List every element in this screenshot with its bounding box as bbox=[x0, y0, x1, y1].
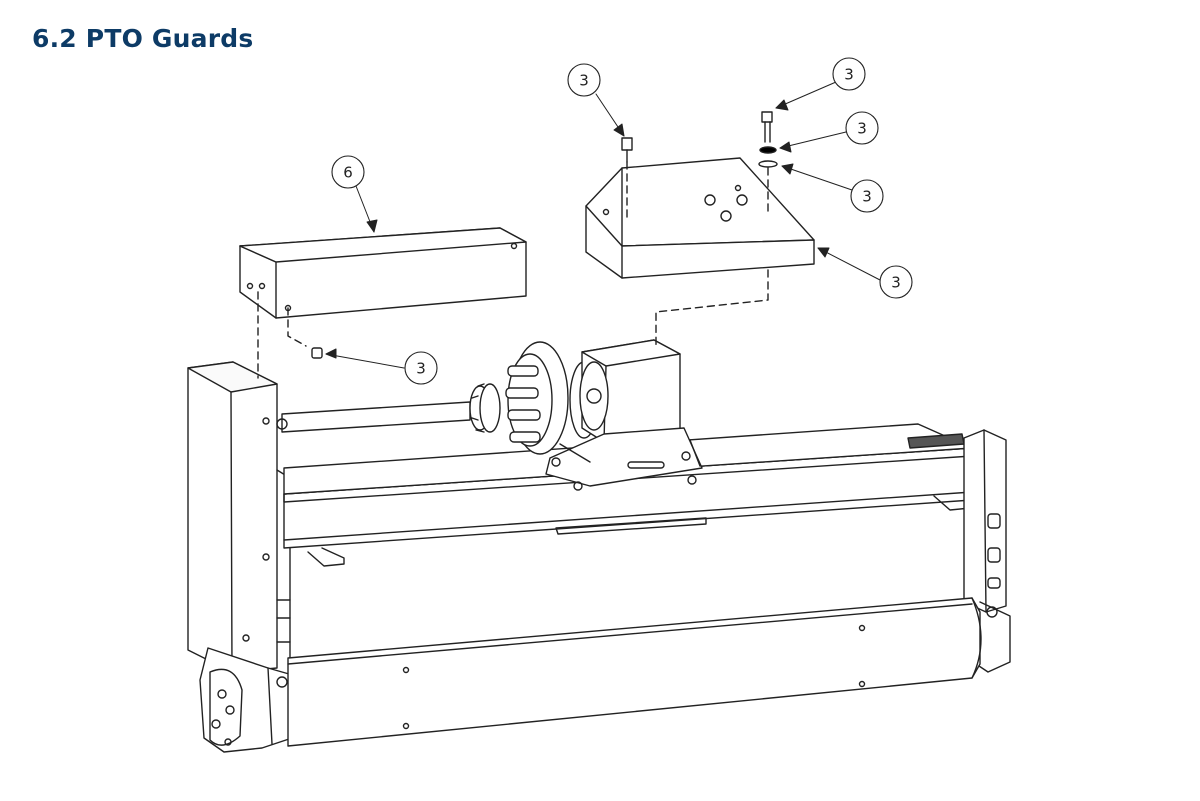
callout-flat-washer: 3 bbox=[850, 179, 884, 213]
callout-bolt: 3 bbox=[832, 57, 866, 91]
svg-text:3: 3 bbox=[857, 120, 867, 138]
svg-text:3: 3 bbox=[416, 360, 426, 378]
callout-lock-washer: 3 bbox=[845, 111, 879, 145]
callout-rear-guard-nut: 3 bbox=[404, 351, 438, 385]
front-pto-guard bbox=[585, 157, 815, 279]
assembly-lines bbox=[257, 161, 769, 379]
svg-text:3: 3 bbox=[844, 66, 854, 84]
callout-leaders bbox=[325, 81, 881, 369]
callout-rear-guard: 6 bbox=[331, 155, 365, 189]
roller-drum bbox=[287, 597, 982, 747]
callout-front-guard: 3 bbox=[879, 265, 913, 299]
svg-text:3: 3 bbox=[891, 274, 901, 292]
svg-text:3: 3 bbox=[862, 188, 872, 206]
fasteners bbox=[311, 111, 778, 359]
rear-pto-guard bbox=[239, 227, 527, 319]
right-gearbox bbox=[545, 339, 703, 491]
callout-front-guard-nut: 3 bbox=[567, 63, 601, 97]
svg-text:6: 6 bbox=[343, 164, 353, 182]
pto-shaft bbox=[276, 383, 501, 433]
svg-text:3: 3 bbox=[579, 72, 589, 90]
page-title: 6.2 PTO Guards bbox=[32, 24, 254, 53]
left-gearbox-housing bbox=[187, 361, 299, 753]
